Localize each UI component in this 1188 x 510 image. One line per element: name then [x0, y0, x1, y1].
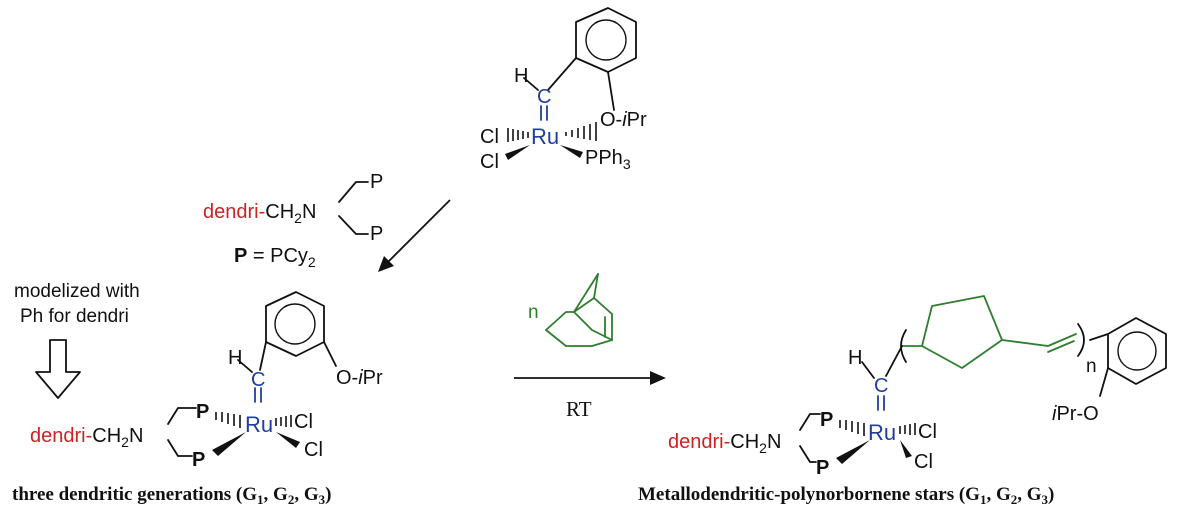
complex1-ligand-formula: dendri-CH2N	[30, 425, 143, 450]
ligand-p-bottom-label: P	[370, 223, 383, 245]
product-double-bond-inner	[1047, 340, 1075, 353]
product-h-c-bond	[861, 361, 875, 379]
hoveyda-catalyst: H C Ru O-iPr Cl Cl PPh3	[480, 7, 647, 173]
complex1-h-c-bond	[237, 359, 253, 373]
product-cl-bottom-label: Cl	[914, 451, 933, 473]
product-aryl-to-o-bond	[1099, 367, 1109, 397]
model-note-line2: Ph for dendri	[20, 306, 129, 327]
hoveyda-h-c-bond	[523, 77, 539, 91]
complex1-ring-to-o-bond	[323, 341, 337, 367]
complex1-o-ipr-label: O-iPr	[336, 367, 383, 389]
ligand-lower-arm	[338, 215, 369, 235]
product-ligand-formula: dendri-CH2N	[668, 431, 781, 456]
norbornene-n-label: n	[528, 302, 539, 323]
product-aryl-ring	[1107, 317, 1167, 385]
ligand-formula: dendri-CH2N	[203, 201, 316, 226]
ligand-p-top-label: P	[370, 171, 383, 193]
norbornene-reagent: n	[528, 273, 613, 347]
hoveyda-carbene-c-label: C	[537, 86, 551, 108]
complex1-aromatic-circle	[274, 303, 316, 345]
reaction-arrow	[514, 371, 666, 385]
product-p-top-label: P	[820, 409, 833, 431]
dendritic-ru-complex: H C Ru O-iPr P P Cl Cl dendri-CH2N three…	[12, 291, 383, 507]
product-caption: Metallodendritic-polynorbornene stars (G…	[638, 484, 1054, 507]
complex1-cl-wedge-bond	[276, 432, 300, 448]
complex1-cl-top-label: Cl	[294, 411, 313, 433]
hoveyda-cl-ru-hashed-bond	[507, 128, 529, 142]
hoveyda-ring-to-o-bond	[607, 71, 615, 111]
product-n-subscript: n	[1086, 356, 1097, 377]
product-complex: n iPr-O H C Ru P P Cl	[638, 295, 1167, 507]
hoveyda-o-ipr-label: O-iPr	[600, 109, 647, 131]
complex1-p-wedge-bond	[212, 432, 246, 456]
product-cl-wedge-bond	[900, 440, 912, 458]
product-lower-arm	[799, 445, 817, 463]
product-upper-arm	[799, 413, 821, 431]
complex1-ru-cl-hashed-bond	[275, 415, 292, 427]
complex1-carbene-c-label: C	[251, 369, 265, 391]
ligand-exchange-arrow	[378, 199, 451, 272]
ligand-upper-arm	[338, 181, 369, 203]
complex1-h-label: H	[228, 347, 242, 369]
complex1-ring-to-carbene-bond	[259, 341, 267, 371]
product-c-chain-bond	[885, 345, 903, 377]
hollow-down-arrow	[35, 339, 81, 399]
norbornene-bottom-left	[545, 329, 567, 347]
product-cyclopentane-ring	[921, 295, 1003, 369]
product-p-ru-hashed-bond	[839, 420, 865, 436]
product-cl-top-label: Cl	[918, 421, 937, 443]
complex1-p-bottom-label: P	[192, 449, 205, 471]
product-ru-label: Ru	[868, 420, 896, 445]
product-right-chain	[1001, 333, 1077, 347]
hoveyda-cl-bottom-label: Cl	[480, 151, 499, 173]
complex1-p-top-label: P	[196, 401, 209, 423]
norbornene-bridge-right	[593, 273, 599, 299]
product-ipro-label: iPr-O	[1052, 403, 1099, 425]
hoveyda-ru-o-hashed-bond	[565, 122, 597, 141]
complex1-cl-bottom-label: Cl	[304, 439, 323, 461]
model-note-line1: modelized with	[14, 281, 140, 302]
norbornene-bottom-right	[591, 339, 613, 347]
hoveyda-ring-to-carbene-bond	[547, 57, 577, 91]
product-carbene-c-label: C	[874, 375, 888, 397]
hoveyda-cl-wedge-bond	[505, 145, 530, 160]
dendritic-ligand: dendri-CH2N P P P = PCy2	[203, 171, 383, 270]
complex1-lower-arm	[167, 439, 193, 457]
norbornene-frame	[545, 297, 613, 341]
hoveyda-pph3-label: PPh3	[585, 147, 631, 172]
hoveyda-cl-top-label: Cl	[480, 126, 499, 148]
product-p-bottom-label: P	[816, 457, 829, 479]
complex1-caption: three dendritic generations (G1, G2, G3)	[12, 484, 331, 507]
hoveyda-aromatic-circle	[585, 19, 627, 61]
reaction-condition-label: RT	[566, 397, 592, 421]
product-right-bracket	[1077, 323, 1085, 357]
ligand-p-definition: P = PCy2	[234, 245, 316, 270]
product-ru-cl-hashed-bond	[899, 423, 916, 435]
hoveyda-benzene-ring	[575, 7, 637, 73]
product-aromatic-circle	[1117, 331, 1157, 371]
product-h-label: H	[848, 347, 862, 369]
hoveyda-ru-label: Ru	[531, 124, 559, 149]
product-p-wedge-bond	[836, 440, 870, 464]
norbornene-bridge-left	[573, 273, 599, 313]
hoveyda-h-label: H	[514, 65, 528, 87]
complex1-upper-arm	[167, 407, 197, 425]
complex1-p-ru-hashed-bond	[215, 412, 241, 428]
product-chain-to-aryl-bond	[1089, 333, 1109, 341]
hoveyda-pph3-wedge-bond	[560, 145, 583, 158]
complex1-ru-label: Ru	[245, 412, 273, 437]
